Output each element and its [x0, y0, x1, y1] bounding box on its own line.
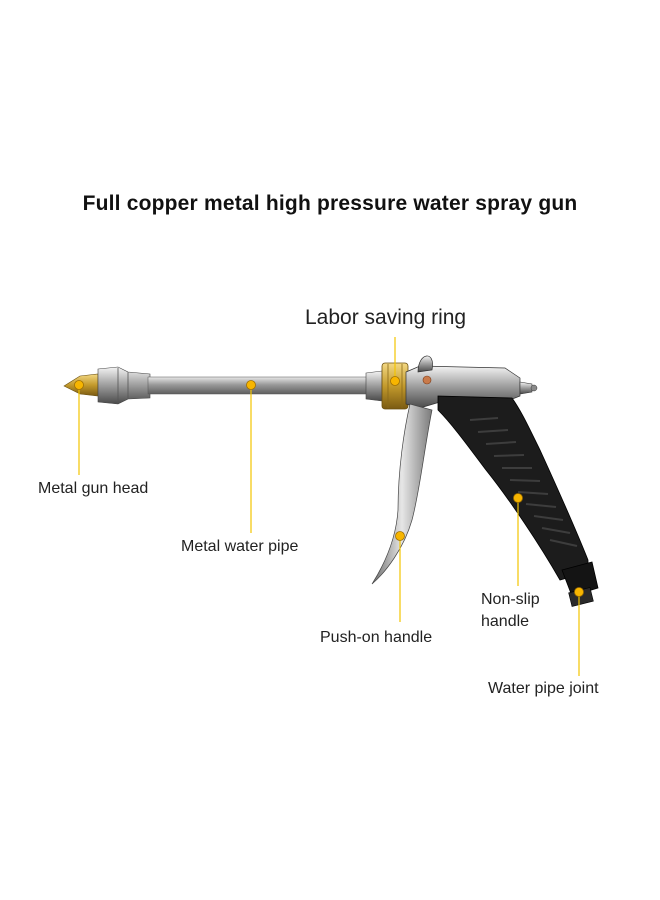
label-metal-gun-head: Metal gun head [38, 480, 149, 497]
pipe-fitting [365, 370, 383, 402]
push-handle-lever [371, 403, 433, 585]
label-non-slip-handle: Non-slip handle [481, 591, 540, 630]
callout-dot-pipe-joint [574, 587, 584, 597]
label-metal-water-pipe: Metal water pipe [181, 538, 299, 555]
callout-dot-gun-head [74, 380, 84, 390]
page-title: Full copper metal high pressure water sp… [82, 192, 578, 215]
nozzle-collar [97, 366, 151, 405]
callout-dot-non-slip [513, 493, 523, 503]
label-water-pipe-joint: Water pipe joint [488, 680, 599, 697]
callout-dot-water-pipe [246, 380, 256, 390]
lever-hook [417, 355, 433, 373]
callout-dot-labor-ring [390, 376, 400, 386]
callout-dot-push-handle [395, 531, 405, 541]
metal-pipe [147, 376, 371, 395]
label-labor-saving-ring: Labor saving ring [305, 306, 467, 329]
label-push-on-handle: Push-on handle [320, 629, 433, 646]
non-slip-handle-shape [437, 395, 589, 581]
